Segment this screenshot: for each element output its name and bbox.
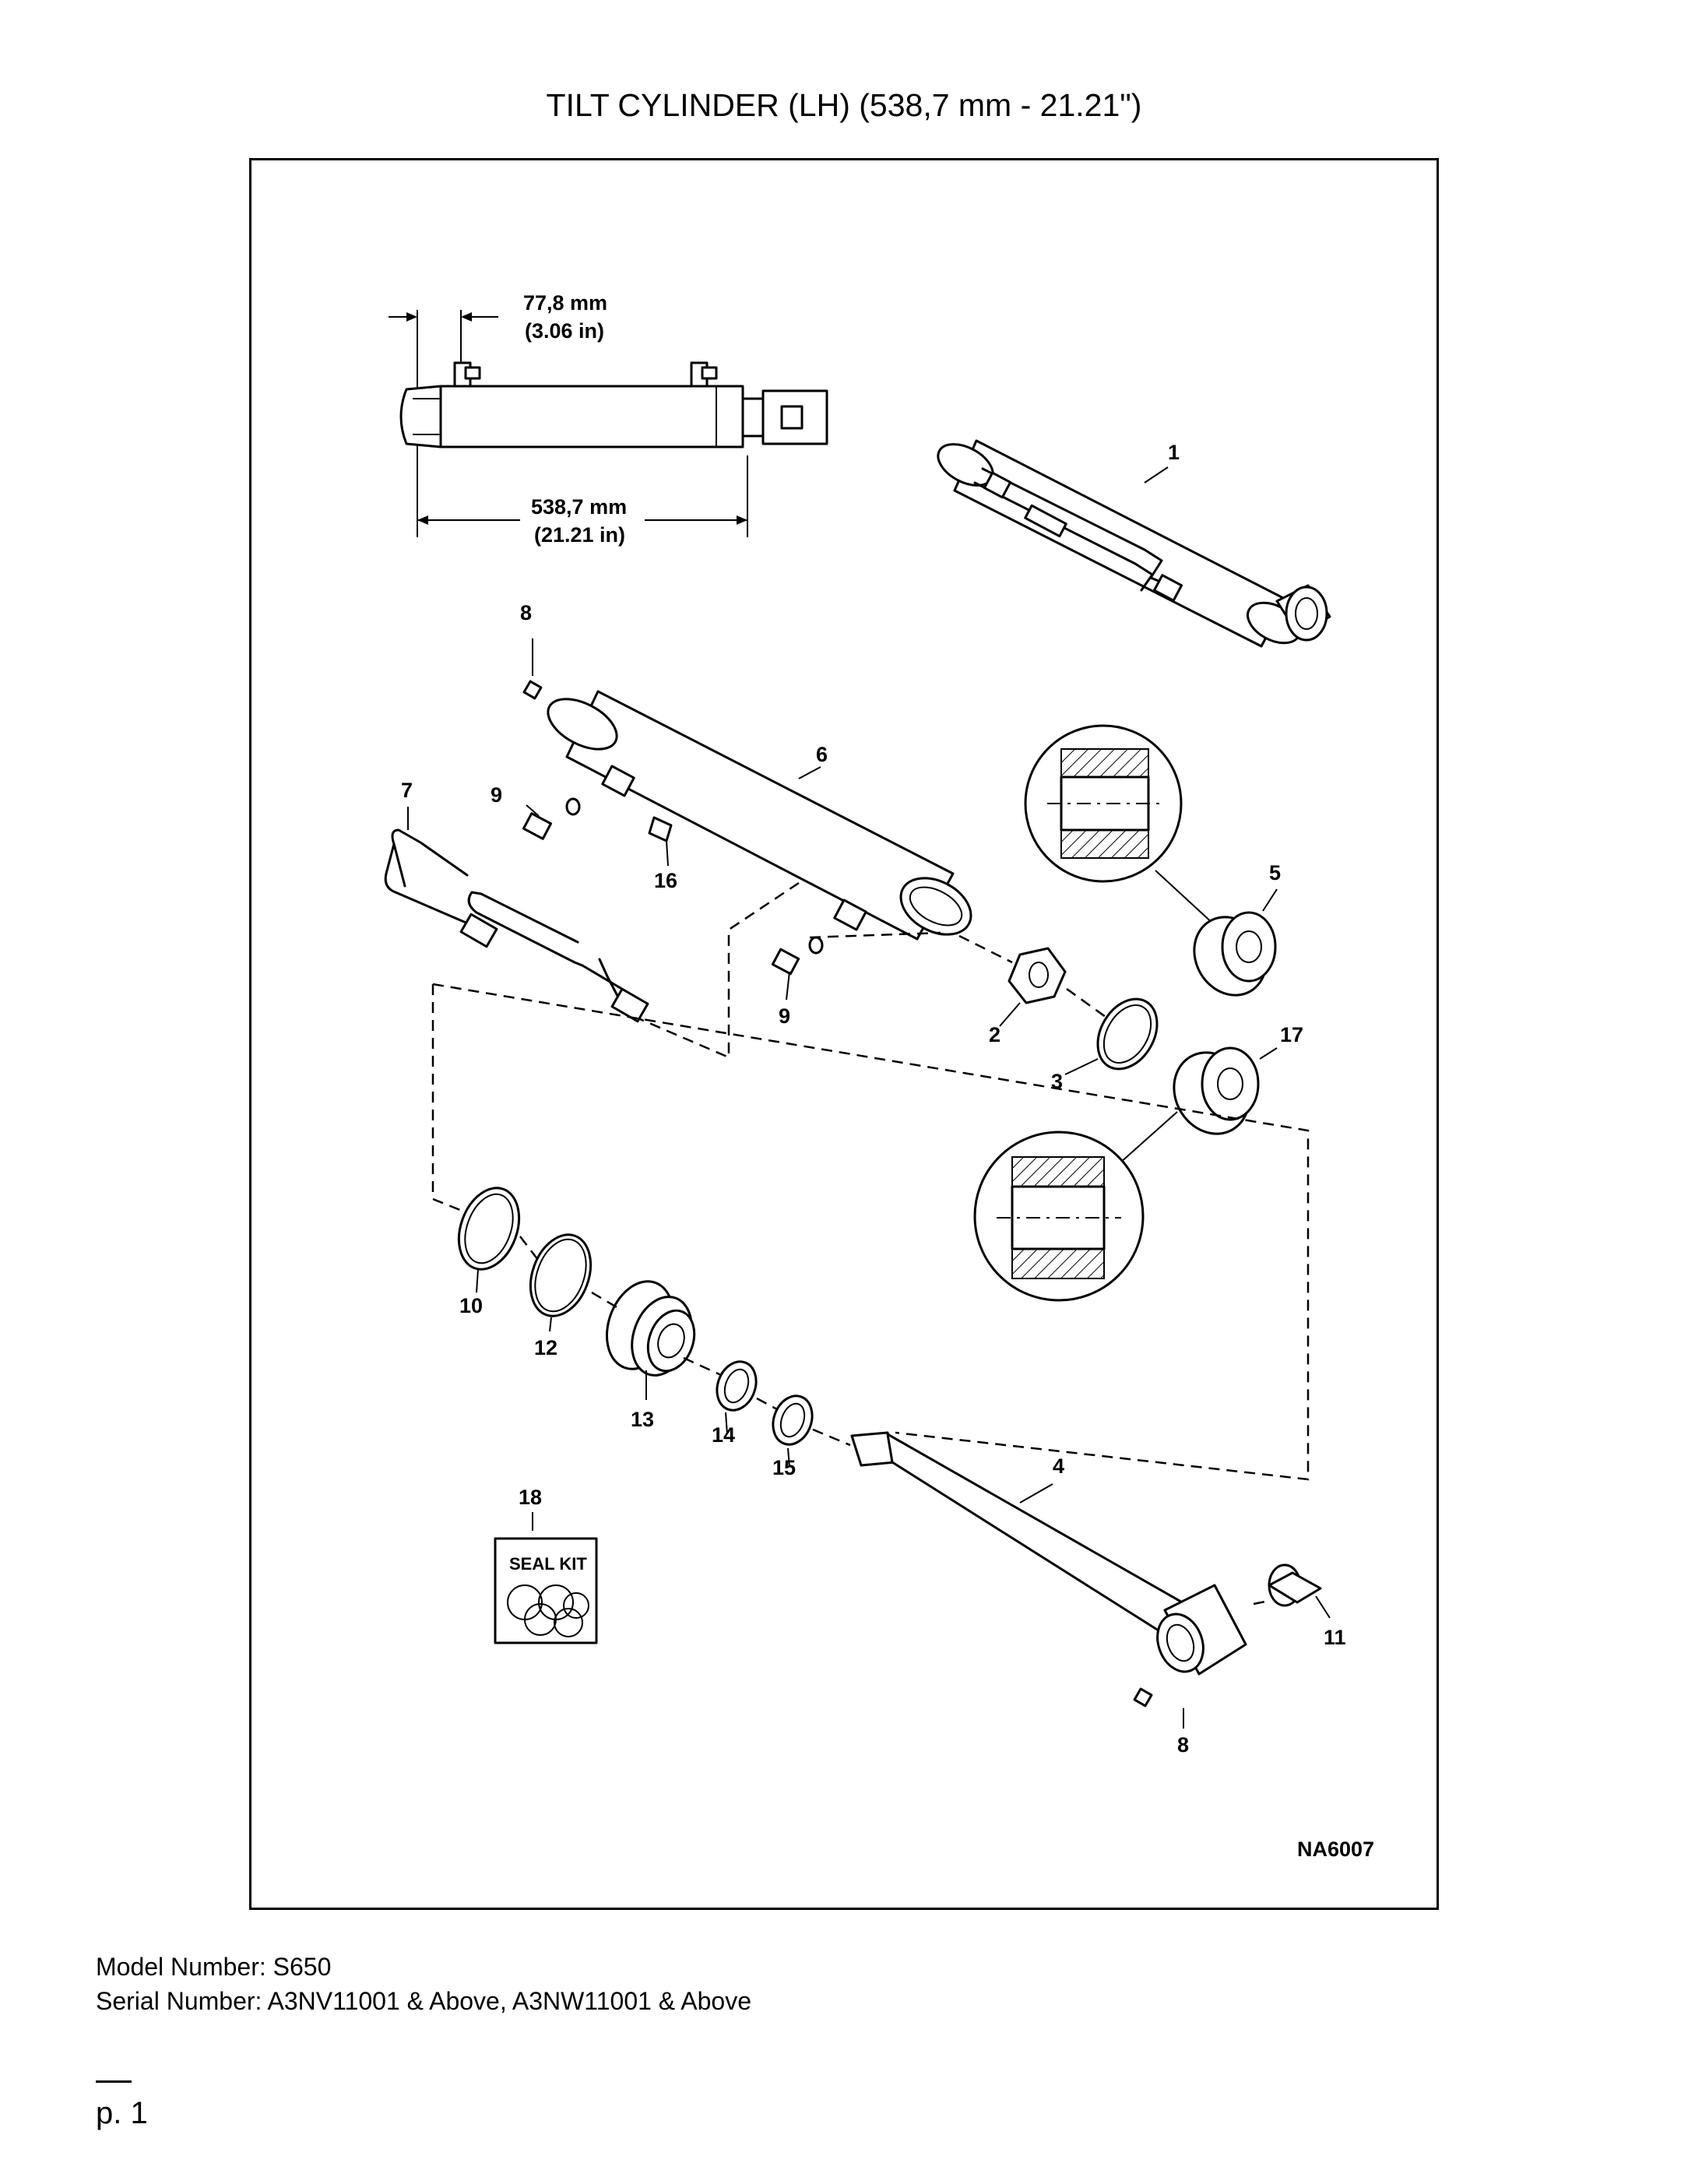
callout-18: 18 xyxy=(519,1486,542,1509)
callout-16: 16 xyxy=(654,869,677,892)
callout-6: 6 xyxy=(816,743,828,766)
diagram-frame xyxy=(249,158,1439,1910)
part-4-rod xyxy=(850,1431,1322,1676)
model-number: Model Number: S650 xyxy=(96,1953,332,1981)
port-offset-mm-label: 77,8 mm xyxy=(523,291,607,315)
serial-number: Serial Number: A3NV11001 & Above, A3NW11… xyxy=(96,1987,751,2015)
callout-14: 14 xyxy=(712,1423,735,1447)
parts-13-14-15 xyxy=(605,1280,814,1446)
callout-7: 7 xyxy=(401,779,413,802)
length-mm-label: 538,7 mm xyxy=(531,495,627,519)
callout-2: 2 xyxy=(989,1023,1000,1046)
callout-3: 3 xyxy=(1051,1070,1063,1093)
parts-10-12-orings xyxy=(457,1187,593,1317)
assembly-lines xyxy=(431,881,1310,1605)
callout-9-lower: 9 xyxy=(779,1004,790,1028)
drawing-id: NA6007 xyxy=(1297,1838,1374,1861)
part-6-barrel xyxy=(547,690,972,941)
callout-13: 13 xyxy=(631,1408,654,1431)
callout-8: 8 xyxy=(520,601,532,624)
callout-5: 5 xyxy=(1269,861,1281,885)
seal-kit-label: SEAL KIT xyxy=(509,1554,587,1574)
small-fittings xyxy=(522,680,1153,1707)
page-title: TILT CYLINDER (LH) (538,7 mm - 21.21") xyxy=(546,87,1142,123)
callout-4: 4 xyxy=(1053,1454,1064,1478)
length-in-label: (21.21 in) xyxy=(534,523,625,547)
callout-17: 17 xyxy=(1280,1023,1303,1046)
part-1-cylinder-assembly xyxy=(937,439,1331,648)
callout-9: 9 xyxy=(491,783,502,807)
callout-12: 12 xyxy=(534,1336,557,1359)
page-number: p. 1 xyxy=(96,2096,148,2130)
callout-8-lower: 8 xyxy=(1177,1733,1189,1757)
port-offset-in-label: (3.06 in) xyxy=(525,319,604,343)
dimension-view: 77,8 mm (3.06 in) 538,7 mm (21.21 in) xyxy=(389,291,828,547)
part-18-seal-kit: SEAL KIT xyxy=(494,1537,598,1644)
callout-11: 11 xyxy=(1324,1626,1346,1649)
leader-lines xyxy=(407,466,1331,1729)
part-17-piston xyxy=(973,1046,1260,1302)
callout-numbers: 1 2 3 4 5 6 7 8 9 10 11 12 13 14 15 16 1… xyxy=(401,441,1346,1757)
part-5-piston xyxy=(1024,724,1277,997)
parts-2-3 xyxy=(1008,947,1159,1071)
page-divider xyxy=(96,2080,132,2083)
part-7-tube xyxy=(384,828,649,1023)
callout-1: 1 xyxy=(1168,441,1180,464)
callout-10: 10 xyxy=(459,1294,483,1317)
callout-15: 15 xyxy=(772,1456,796,1479)
